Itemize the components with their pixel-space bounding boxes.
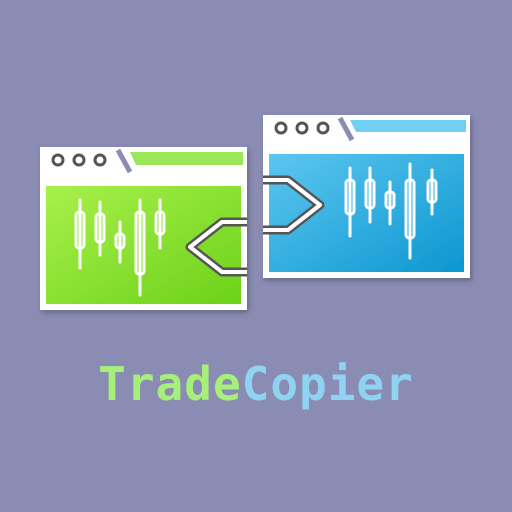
wordmark-trade: Trade [98,357,242,411]
candlestick-chart-icon [344,162,438,260]
wordmark-copier: Copier [241,357,414,411]
candlestick-chart-icon [74,198,166,297]
logo-wordmark: TradeCopier [0,352,512,416]
